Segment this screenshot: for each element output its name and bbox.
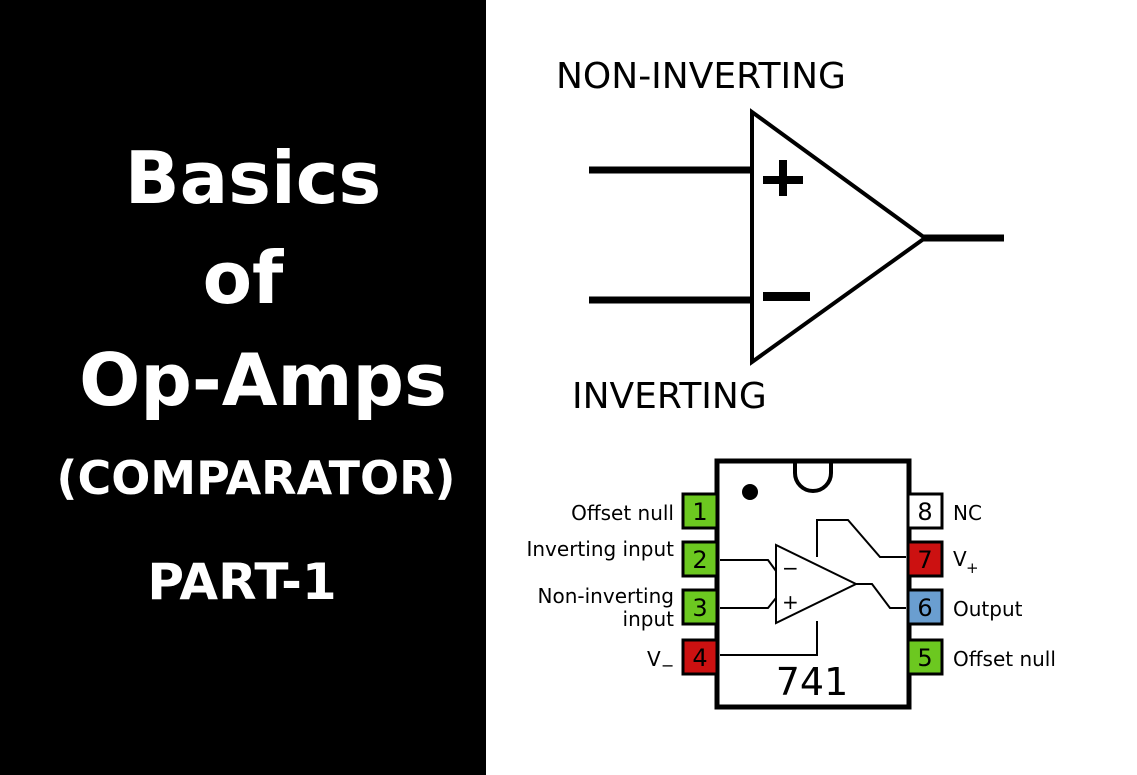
ic-notch	[793, 461, 833, 493]
pin-8-label: NC	[953, 501, 982, 525]
title-line-2: of	[202, 236, 284, 320]
pin-3: 3 Non-inverting input	[538, 584, 719, 631]
pin-8-number: 8	[917, 498, 932, 526]
ic-internal-wiring	[720, 519, 906, 656]
pin-4-number: 4	[692, 644, 707, 672]
minus-sign	[763, 292, 810, 301]
pin-1-box	[681, 492, 719, 530]
pin-7: 7 V +	[906, 540, 979, 578]
title-panel: Basics of Op-Amps (COMPARATOR) PART-1	[0, 0, 486, 775]
pin-3-label-line2: input	[623, 607, 675, 631]
pin-6: 6 Output	[906, 588, 1023, 626]
opamp-triangle	[750, 108, 929, 366]
pin-1-label: Offset null	[571, 501, 674, 525]
pin-5-label: Offset null	[953, 647, 1056, 671]
pin-4: 4 V −	[647, 638, 719, 676]
pin-6-number: 6	[917, 594, 932, 622]
pin-1: 1 Offset null	[571, 492, 719, 530]
inverting-label: INVERTING	[572, 376, 767, 417]
title-line-5: PART-1	[147, 553, 337, 611]
pin-4-box	[681, 638, 719, 676]
pin-7-number: 7	[917, 546, 932, 574]
pin-5-box	[906, 638, 944, 676]
pin-2: 2 Inverting input	[526, 537, 719, 578]
pin-7-label-subscript: +	[966, 559, 979, 577]
pin-5: 5 Offset null	[906, 638, 1056, 676]
pin-8-box	[906, 492, 944, 530]
ic-741-pinout: − + 741 1 Offset null 2 Inverting input …	[526, 458, 1056, 710]
pin-4-label: V	[647, 647, 661, 671]
pin-7-label: V	[953, 547, 967, 571]
pin-6-box	[906, 588, 944, 626]
pin-3-label-line1: Non-inverting	[538, 584, 674, 608]
pin-1-number: 1	[692, 498, 707, 526]
pin-6-label: Output	[953, 597, 1023, 621]
pin-3-number: 3	[692, 594, 707, 622]
pin-2-box	[681, 540, 719, 578]
pin-2-number: 2	[692, 546, 707, 574]
ic-part-number: 741	[776, 660, 849, 704]
non-inverting-label: NON-INVERTING	[556, 56, 846, 97]
ic-inner-plus: +	[782, 590, 799, 614]
opamp-symbol: NON-INVERTING INVERTING	[556, 56, 1004, 417]
ic-inner-opamp	[775, 543, 859, 625]
pin-4-label-subscript: −	[661, 656, 674, 675]
pin-3-box	[681, 588, 719, 626]
pin-5-number: 5	[917, 644, 932, 672]
title-line-4: (COMPARATOR)	[56, 451, 456, 505]
pin-7-box	[906, 540, 944, 578]
title-line-1: Basics	[124, 136, 382, 220]
pin-8: 8 NC	[906, 492, 982, 530]
pin1-dot	[742, 484, 758, 500]
title-line-3: Op-Amps	[79, 338, 447, 422]
plus-sign-v	[779, 160, 787, 196]
ic-inner-minus: −	[782, 556, 799, 580]
pin-2-label: Inverting input	[526, 537, 674, 561]
